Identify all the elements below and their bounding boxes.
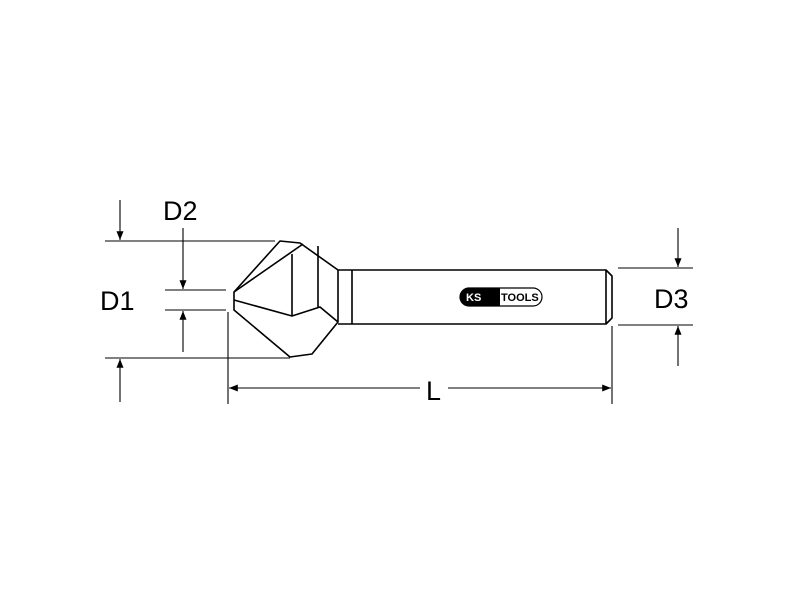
d1-extension-lines	[165, 289, 226, 311]
label-d1: D1	[100, 286, 135, 316]
label-d3: D3	[654, 284, 689, 314]
cutter-flute-lines	[233, 243, 339, 323]
dimension-lines	[105, 200, 693, 404]
d3-extension-lines	[618, 267, 693, 326]
shank	[338, 269, 613, 325]
d2-extension-lines	[105, 240, 290, 359]
label-d2: D2	[163, 196, 198, 226]
cutter-head	[233, 240, 339, 358]
tool-outline	[233, 240, 613, 358]
logo-tools: TOOLS	[501, 292, 539, 304]
logo-ks: KS	[466, 292, 481, 304]
l-extension-lines	[227, 312, 613, 404]
label-length: L	[426, 376, 441, 406]
